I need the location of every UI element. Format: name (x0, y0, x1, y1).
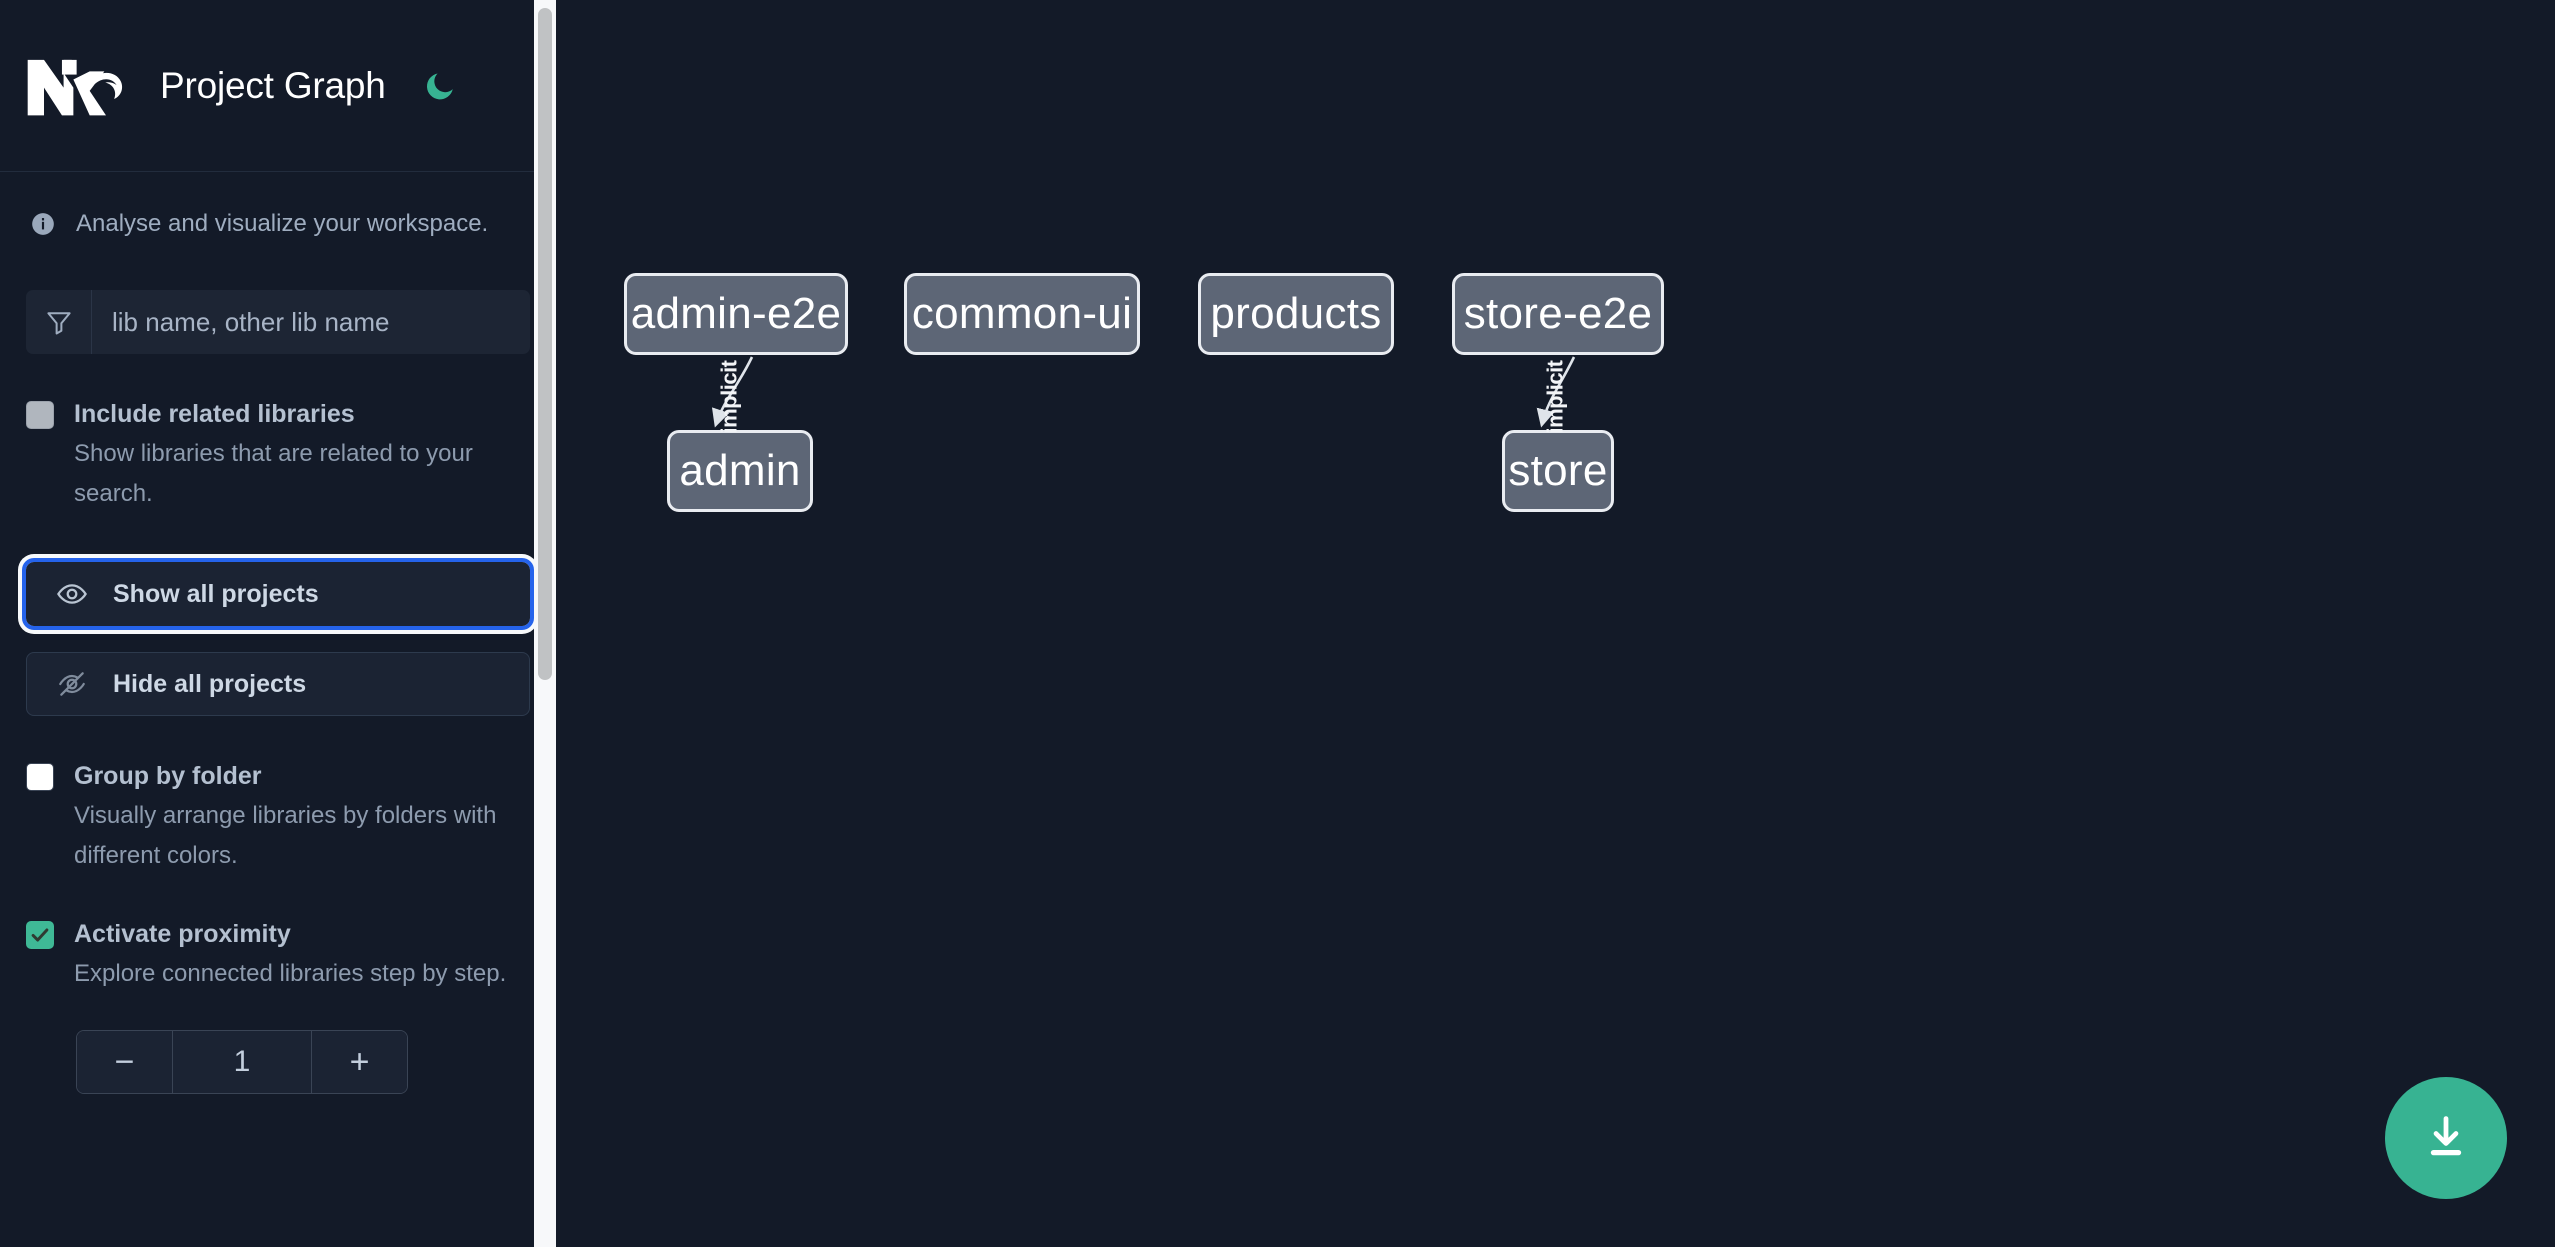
option-description: Visually arrange libraries by folders wi… (74, 802, 497, 869)
option-texts: Group by folder Visually arrange librari… (74, 756, 514, 876)
graph-node-store-e2e[interactable]: store-e2e (1452, 273, 1664, 355)
workspace-info-row: Analyse and visualize your workspace. (0, 172, 556, 238)
nx-logo-icon (26, 55, 124, 117)
workspace-info-text: Analyse and visualize your workspace. (76, 210, 489, 237)
graph-node-store[interactable]: store (1502, 430, 1614, 512)
download-icon (2420, 1111, 2472, 1166)
show-all-projects-label: Show all projects (113, 579, 319, 608)
option-texts: Activate proximity Explore connected lib… (74, 914, 506, 994)
option-label: Include related libraries (74, 400, 355, 428)
include-related-libraries-checkbox[interactable] (26, 401, 54, 429)
graph-node-admin[interactable]: admin (667, 430, 813, 512)
eye-off-icon (55, 667, 89, 701)
proximity-increment-button[interactable]: + (311, 1031, 407, 1093)
download-graph-button[interactable] (2385, 1077, 2507, 1199)
page-title: Project Graph (160, 64, 386, 106)
node-label: admin (679, 446, 801, 495)
proximity-value: 1 (173, 1031, 311, 1093)
sidebar-scrollbar[interactable] (534, 0, 556, 1247)
moon-icon[interactable] (418, 64, 462, 108)
node-label: store-e2e (1463, 289, 1653, 338)
option-description: Show libraries that are related to your … (74, 440, 473, 507)
option-group-by-folder[interactable]: Group by folder Visually arrange librari… (26, 756, 530, 876)
info-icon (30, 211, 56, 237)
option-label: Group by folder (74, 762, 262, 790)
node-label: admin-e2e (630, 289, 842, 338)
proximity-stepper-wrap: − 1 + (26, 1030, 530, 1094)
graph-node-common-ui[interactable]: common-ui (904, 273, 1140, 355)
option-description: Explore connected libraries step by step… (74, 960, 507, 987)
hide-all-projects-button[interactable]: Hide all projects (26, 652, 530, 716)
option-activate-proximity[interactable]: Activate proximity Explore connected lib… (26, 914, 530, 994)
node-label: products (1210, 289, 1382, 338)
filter-field[interactable] (26, 290, 530, 354)
proximity-decrement-button[interactable]: − (77, 1031, 173, 1093)
proximity-stepper: − 1 + (76, 1030, 408, 1094)
eye-icon (55, 577, 89, 611)
node-label: store (1508, 446, 1608, 495)
option-texts: Include related libraries Show libraries… (74, 394, 514, 514)
option-label: Activate proximity (74, 920, 291, 948)
graph-edges (711, 356, 1576, 428)
edge-label-admin-e2e-admin: implicit (716, 360, 742, 434)
search-input[interactable] (92, 290, 530, 354)
sidebar: Project Graph Analyse and visualize your… (0, 0, 556, 1247)
sidebar-scrollbar-thumb[interactable] (538, 8, 552, 680)
sidebar-header: Project Graph (0, 0, 556, 172)
sidebar-body: Include related libraries Show libraries… (0, 290, 556, 1094)
edge-label-store-e2e-store: implicit (1542, 360, 1568, 434)
option-include-related-libraries[interactable]: Include related libraries Show libraries… (26, 394, 530, 514)
hide-all-projects-label: Hide all projects (113, 669, 307, 698)
filter-icon (26, 290, 92, 354)
node-label: common-ui (911, 289, 1133, 338)
show-all-projects-button[interactable]: Show all projects (22, 558, 534, 630)
activate-proximity-checkbox[interactable] (26, 921, 54, 949)
group-by-folder-checkbox[interactable] (26, 763, 54, 791)
graph-canvas[interactable]: admin-e2e common-ui products store-e2e a… (556, 0, 2555, 1247)
graph-node-products[interactable]: products (1198, 273, 1394, 355)
visibility-button-group: Show all projects Hide all projects (22, 558, 534, 716)
graph-node-admin-e2e[interactable]: admin-e2e (624, 273, 848, 355)
